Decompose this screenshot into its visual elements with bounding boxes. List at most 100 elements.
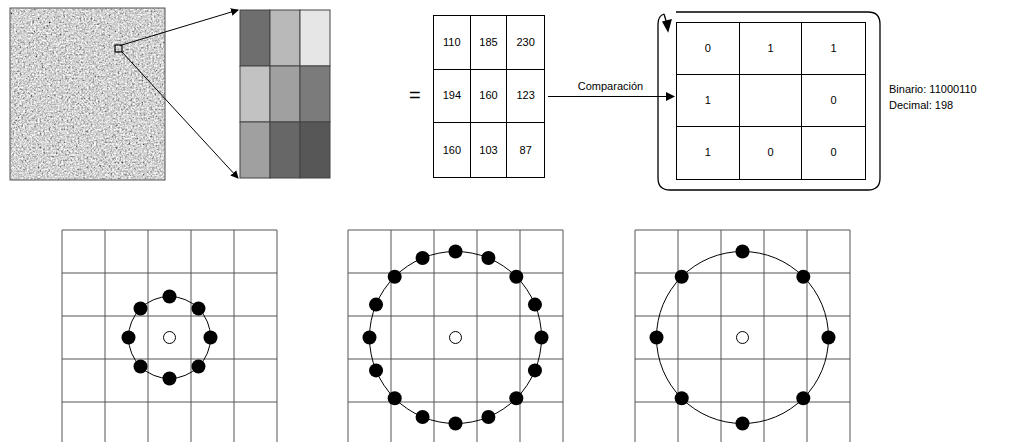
binary-grid: 0 1 1 1 0 1 0 0 bbox=[676, 22, 866, 180]
sample-point bbox=[134, 302, 148, 316]
sample-point bbox=[191, 359, 205, 373]
sample-point bbox=[204, 331, 218, 345]
grid-line bbox=[105, 230, 106, 442]
grid-line bbox=[191, 230, 192, 442]
sample-point bbox=[509, 391, 523, 405]
grid-line bbox=[62, 230, 277, 231]
sample-point bbox=[481, 410, 495, 424]
cell-value: 0 bbox=[831, 94, 837, 107]
grid-line bbox=[635, 316, 850, 317]
grid-line bbox=[764, 230, 765, 442]
sample-point bbox=[388, 270, 402, 284]
cell-value: 185 bbox=[479, 36, 497, 49]
grid-cell: 0 bbox=[802, 127, 865, 179]
sample-point bbox=[650, 331, 664, 345]
circular-frame bbox=[658, 12, 880, 190]
cell-value: 194 bbox=[443, 89, 461, 102]
grid-cell: 1 bbox=[740, 23, 803, 75]
grid-cell: 0 bbox=[802, 75, 865, 127]
cell-value: 123 bbox=[516, 89, 534, 102]
cell-value: 0 bbox=[831, 146, 837, 159]
sample-point bbox=[163, 372, 177, 386]
center-pixel bbox=[450, 332, 462, 344]
sample-point bbox=[796, 391, 810, 405]
cell-value: 1 bbox=[831, 42, 837, 55]
grid-line bbox=[807, 230, 808, 442]
cell-value: 103 bbox=[479, 144, 497, 157]
cell-value: 87 bbox=[520, 144, 532, 157]
sample-point bbox=[535, 331, 549, 345]
sample-point bbox=[509, 270, 523, 284]
grid-line bbox=[635, 230, 850, 231]
cell-value: 160 bbox=[443, 144, 461, 157]
sample-point bbox=[134, 359, 148, 373]
zoom-line bbox=[122, 10, 238, 45]
cell-value: 1 bbox=[705, 94, 711, 107]
arrow-label: Comparación bbox=[578, 80, 643, 93]
decimal-code: Decimal: 198 bbox=[889, 99, 953, 112]
sample-point bbox=[449, 245, 463, 259]
sample-point bbox=[369, 298, 383, 312]
center-pixel bbox=[737, 332, 749, 344]
equals-sign: = bbox=[409, 83, 421, 107]
center-pixel bbox=[164, 332, 176, 344]
grid-line bbox=[721, 230, 722, 442]
grid-cell: 0 bbox=[677, 23, 740, 75]
texture-image bbox=[10, 8, 165, 180]
grid-cell: 0 bbox=[740, 127, 803, 179]
sample-point bbox=[528, 363, 542, 377]
sample-point bbox=[369, 363, 383, 377]
grid-line bbox=[62, 273, 277, 274]
grid-cell: 1 bbox=[677, 127, 740, 179]
sampling-circle bbox=[370, 252, 542, 424]
grid-line bbox=[635, 273, 850, 274]
grid-line bbox=[62, 316, 277, 317]
grid-line bbox=[635, 359, 850, 360]
sample-point bbox=[449, 417, 463, 431]
grid-line bbox=[348, 273, 563, 274]
grid-line bbox=[850, 230, 851, 442]
sample-point bbox=[163, 290, 177, 304]
binary-code: Binario: 11000110 bbox=[889, 83, 977, 96]
cell-value: 1 bbox=[705, 146, 711, 159]
sample-point bbox=[388, 391, 402, 405]
grid-cell: 110 bbox=[434, 16, 471, 70]
grid-line bbox=[62, 230, 63, 442]
grid-line bbox=[348, 359, 563, 360]
grid-line bbox=[391, 230, 392, 442]
grid-line bbox=[348, 402, 563, 403]
grid-cell bbox=[740, 75, 803, 127]
grid-line bbox=[477, 230, 478, 442]
grid-line bbox=[234, 230, 235, 442]
grid-cell: 230 bbox=[507, 16, 544, 70]
grid-cell: 194 bbox=[434, 70, 471, 124]
sample-point bbox=[736, 245, 750, 259]
sample-point bbox=[675, 391, 689, 405]
sample-point bbox=[416, 410, 430, 424]
grid-line bbox=[520, 230, 521, 442]
grid-cell: 87 bbox=[507, 123, 544, 177]
cell-value: 110 bbox=[443, 36, 461, 49]
cell-value: 1 bbox=[767, 42, 773, 55]
grid-cell: 123 bbox=[507, 70, 544, 124]
sample-point bbox=[416, 251, 430, 265]
grid-cell: 185 bbox=[471, 16, 508, 70]
sample-point bbox=[796, 270, 810, 284]
sample-point bbox=[528, 298, 542, 312]
sample-point bbox=[363, 331, 377, 345]
sample-point bbox=[122, 331, 136, 345]
grid-line bbox=[678, 230, 679, 442]
grid-line bbox=[635, 402, 850, 403]
grid-line bbox=[277, 230, 278, 442]
sample-point bbox=[736, 417, 750, 431]
sample-point bbox=[675, 270, 689, 284]
grey-patch bbox=[240, 10, 330, 178]
sample-point bbox=[191, 302, 205, 316]
grid-cell: 1 bbox=[677, 75, 740, 127]
grid-line bbox=[348, 230, 563, 231]
grid-line bbox=[148, 230, 149, 442]
cell-value: 0 bbox=[705, 42, 711, 55]
grid-cell: 160 bbox=[471, 70, 508, 124]
zoom-line bbox=[122, 52, 238, 178]
grid-cell: 103 bbox=[471, 123, 508, 177]
